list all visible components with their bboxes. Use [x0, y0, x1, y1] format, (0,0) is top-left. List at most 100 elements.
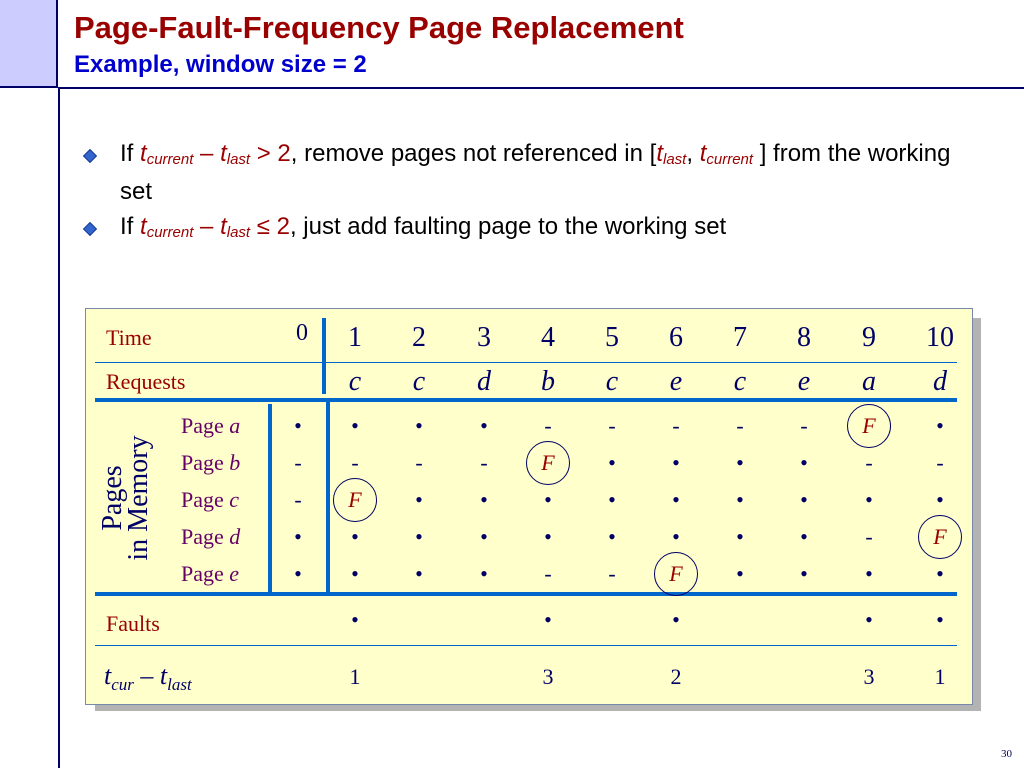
- fault-circle: [333, 478, 377, 522]
- page-initial-cell: -: [294, 487, 302, 512]
- page-initial-cell: -: [294, 450, 302, 475]
- memory-cell: -: [415, 450, 423, 475]
- interval-value: 1: [934, 664, 946, 689]
- memory-cell: -: [736, 413, 744, 438]
- fault-dot: •: [544, 607, 552, 632]
- memory-cell: •: [800, 561, 808, 586]
- memory-divider: [326, 400, 330, 592]
- request-cell: c: [348, 366, 362, 397]
- page-number: 30: [1001, 748, 1012, 760]
- page-row-label: Page c: [181, 487, 240, 512]
- time-label: Time: [106, 325, 152, 350]
- memory-cell: •: [672, 487, 680, 512]
- memory-cell: •: [800, 487, 808, 512]
- memory-cell: •: [736, 450, 744, 475]
- memory-cell: -: [608, 413, 616, 438]
- faults-underline: [95, 645, 957, 646]
- memory-cell: •: [415, 524, 423, 549]
- bullet-item-2: If tcurrent – tlast ≤ 2, just add faulti…: [82, 211, 988, 249]
- page-row-label: Page b: [181, 450, 241, 475]
- fault-circle: [918, 515, 962, 559]
- time-divider: [322, 318, 326, 394]
- request-cell: a: [862, 366, 876, 397]
- memory-cell: •: [351, 524, 359, 549]
- memory-cell: •: [672, 450, 680, 475]
- page-row-label: Page d: [181, 524, 241, 549]
- memory-cell: •: [544, 487, 552, 512]
- memory-cell: •: [608, 450, 616, 475]
- bullet-item-1: If tcurrent – tlast > 2, remove pages no…: [82, 138, 988, 208]
- left-rule: [58, 88, 60, 768]
- memory-cell: •: [936, 413, 944, 438]
- memory-cell: •: [865, 561, 873, 586]
- memory-cell: •: [480, 524, 488, 549]
- fault-dot: •: [672, 607, 680, 632]
- memory-cell: •: [415, 561, 423, 586]
- interval-value: 2: [670, 664, 682, 689]
- request-cell: e: [669, 366, 683, 397]
- memory-cell: -: [865, 524, 873, 549]
- page-row-label: Page e: [181, 561, 240, 586]
- page-initial-cell: •: [294, 524, 302, 549]
- time-cell: 1: [348, 322, 362, 353]
- time-cell: 6: [669, 322, 683, 353]
- memory-cell: •: [608, 524, 616, 549]
- memory-cell: •: [351, 413, 359, 438]
- slide-title: Page-Fault-Frequency Page Replacement: [74, 10, 684, 45]
- fault-circle: [847, 404, 891, 448]
- corner-decoration: [0, 0, 58, 88]
- fault-circle: [654, 552, 698, 596]
- memory-cell: •: [936, 487, 944, 512]
- memory-cell: -: [608, 561, 616, 586]
- diff-label: tcur – tlast: [104, 661, 192, 695]
- header-rule: [58, 87, 1024, 89]
- memory-cell: •: [351, 561, 359, 586]
- memory-cell: •: [608, 487, 616, 512]
- page-initial-cell: •: [294, 561, 302, 586]
- request-cell: c: [412, 366, 426, 397]
- memory-cell: •: [865, 487, 873, 512]
- page-initial-cell: •: [294, 413, 302, 438]
- memory-cell: -: [544, 413, 552, 438]
- fault-dot: •: [936, 607, 944, 632]
- memory-cell: -: [544, 561, 552, 586]
- memory-cell: •: [736, 487, 744, 512]
- time-zero: 0: [296, 320, 308, 346]
- header-bar: [95, 398, 957, 402]
- memory-cell: •: [672, 524, 680, 549]
- time-cell: 10: [926, 322, 954, 353]
- memory-cell: •: [480, 487, 488, 512]
- requests-label: Requests: [106, 369, 186, 394]
- page-name-divider: [268, 404, 272, 592]
- memory-cell: -: [936, 450, 944, 475]
- memory-cell: •: [800, 450, 808, 475]
- memory-cell: -: [865, 450, 873, 475]
- time-cell: 7: [733, 322, 747, 353]
- interval-value: 3: [542, 664, 554, 689]
- memory-cell: -: [480, 450, 488, 475]
- memory-cell: •: [936, 561, 944, 586]
- memory-cell: •: [480, 413, 488, 438]
- request-cell: d: [477, 366, 491, 397]
- replacement-table: [85, 308, 973, 705]
- request-cell: c: [733, 366, 747, 397]
- time-cell: 5: [605, 322, 619, 353]
- interval-value: 3: [863, 664, 875, 689]
- time-cell: 4: [541, 322, 555, 353]
- page-row-label: Page a: [181, 413, 241, 438]
- memory-cell: •: [544, 524, 552, 549]
- pages-in-memory-label: Pages in Memory: [97, 435, 154, 561]
- request-cell: b: [541, 366, 555, 397]
- fault-dot: •: [351, 607, 359, 632]
- time-cell: 8: [797, 322, 811, 353]
- memory-cell: •: [415, 487, 423, 512]
- time-cell: 9: [862, 322, 876, 353]
- request-cell: c: [605, 366, 619, 397]
- faults-label: Faults: [106, 611, 160, 636]
- fault-dot: •: [865, 607, 873, 632]
- memory-cell: •: [415, 413, 423, 438]
- time-cell: 2: [412, 322, 426, 353]
- time-underline: [95, 362, 957, 363]
- fault-circle: [526, 441, 570, 485]
- time-cell: 3: [477, 322, 491, 353]
